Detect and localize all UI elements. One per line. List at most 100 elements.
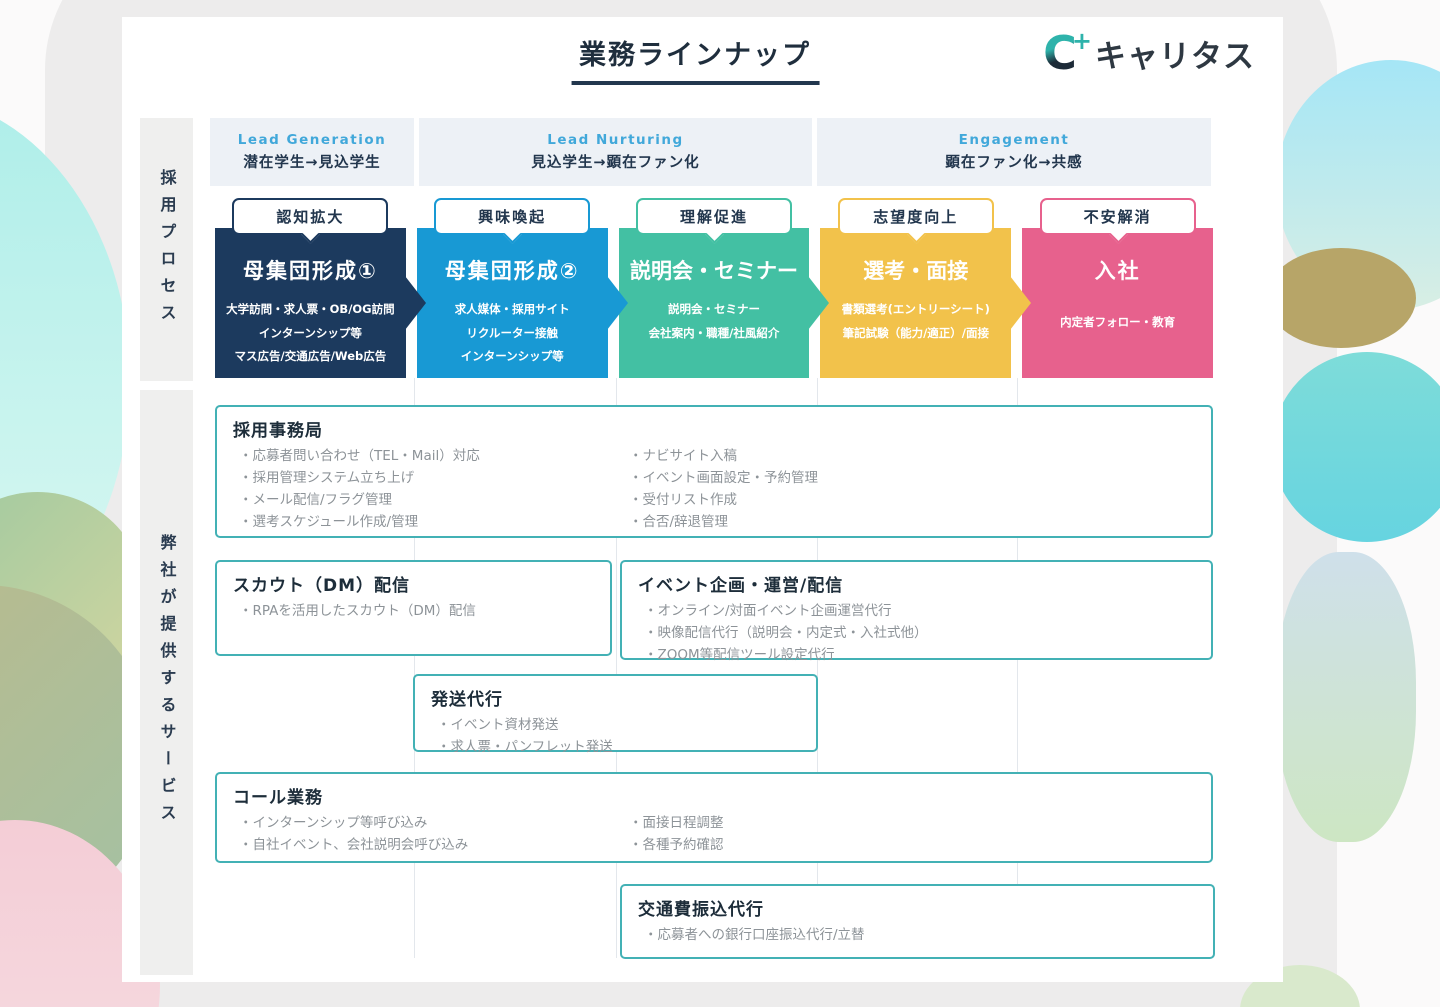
step-details: 書類選考(エントリーシート) 筆記試験（能力/適正）/面接 bbox=[842, 298, 990, 345]
sidebar-label-our-services: 弊社が提供するサービス bbox=[140, 390, 193, 975]
step-box: 母集団形成① 大学訪問・求人票・OB/OG訪問 インターンシップ等 マス広告/交… bbox=[215, 228, 406, 378]
logo-wordmark: キャリタス bbox=[1095, 38, 1255, 75]
service-item: ・自社イベント、会社説明会呼び込み bbox=[239, 836, 469, 853]
page-title: 業務ラインナップ bbox=[571, 33, 820, 85]
column-divider bbox=[817, 378, 818, 958]
service-box-recruiting-office: 採用事務局 ・応募者問い合わせ（TEL・Mail）対応 ・採用管理システム立ち上… bbox=[215, 405, 1213, 538]
service-items-left: ・インターンシップ等呼び込み ・自社イベント、会社説明会呼び込み bbox=[233, 813, 623, 857]
step-tab-label: 不安解消 bbox=[1039, 198, 1196, 235]
logo-plus-icon: + bbox=[1071, 27, 1092, 55]
phase-lead-nurturing: Lead Nurturing 見込学生→顕在ファン化 bbox=[419, 118, 812, 186]
step-detail-line: 筆記試験（能力/適正）/面接 bbox=[842, 325, 989, 340]
step-tab-label: 理解促進 bbox=[635, 198, 792, 235]
service-item: ・オンライン/対面イベント企画運営代行 bbox=[644, 603, 892, 619]
phase-lead-generation: Lead Generation 潜在学生→見込学生 bbox=[210, 118, 414, 186]
step-detail-line: 書類選考(エントリーシート) bbox=[841, 302, 990, 316]
service-items-right: ・ナビサイト入稿 ・イベント画面設定・予約管理 ・受付リスト作成 ・合否/辞退管… bbox=[623, 446, 818, 533]
step-detail-line: リクルーター接触 bbox=[466, 325, 559, 340]
step-details: 内定者フォロー・教育 bbox=[1060, 311, 1175, 335]
step-title: 入社 bbox=[1094, 259, 1141, 283]
step-detail-line: 説明会・セミナー bbox=[667, 302, 760, 316]
phase-en-label: Engagement bbox=[958, 132, 1070, 148]
service-box-scout-dm: スカウト（DM）配信 ・RPAを活用したスカウト（DM）配信 bbox=[215, 560, 612, 656]
step-title: 母集団形成② bbox=[444, 259, 580, 283]
step-box: 選考・面接 書類選考(エントリーシート) 筆記試験（能力/適正）/面接 bbox=[820, 228, 1012, 378]
step-box: 入社 内定者フォロー・教育 bbox=[1022, 228, 1213, 378]
step-detail-line: 内定者フォロー・教育 bbox=[1060, 315, 1176, 329]
step-boshudan-keisei-2: 母集団形成② 求人媒体・採用サイト リクルーター接触 インターンシップ等 興味喚… bbox=[416, 198, 608, 378]
service-item: ・映像配信代行（説明会・内定式・入社式他） bbox=[644, 624, 928, 641]
step-title: 説明会・セミナー bbox=[629, 259, 798, 283]
service-items-right: ・面接日程調整 ・各種予約確認 bbox=[623, 813, 724, 857]
service-items: ・イベント資材発送 ・求人票・パンフレット発送 bbox=[431, 715, 613, 759]
background-decoration bbox=[1266, 248, 1416, 348]
service-item: ・ナビサイト入稿 bbox=[629, 448, 737, 464]
service-item: ・RPAを活用したスカウト（DM）配信 bbox=[239, 603, 476, 619]
service-item: ・受付リスト作成 bbox=[629, 491, 737, 508]
service-item: ・求人票・パンフレット発送 bbox=[437, 738, 613, 755]
service-item: ・採用管理システム立ち上げ bbox=[239, 469, 415, 486]
phase-jp-label: 顕在ファン化→共感 bbox=[945, 155, 1083, 171]
service-item: ・応募者問い合わせ（TEL・Mail）対応 bbox=[239, 448, 480, 464]
service-item: ・合否/辞退管理 bbox=[629, 513, 729, 530]
caritas-logo: C + キャリタス bbox=[1043, 26, 1255, 80]
step-tab-label: 志望度向上 bbox=[837, 198, 994, 235]
service-item: ・選考スケジュール作成/管理 bbox=[239, 513, 419, 530]
step-title: 母集団形成① bbox=[243, 259, 378, 283]
phase-en-label: Lead Generation bbox=[237, 132, 387, 148]
step-box: 説明会・セミナー 説明会・セミナー 会社案内・職種/社風紹介 bbox=[618, 228, 810, 378]
column-divider bbox=[1017, 378, 1018, 958]
service-item: ・ZOOM等配信ツール設定代行 bbox=[644, 646, 835, 663]
step-detail-line: マス広告/交通広告/Web広告 bbox=[234, 349, 387, 364]
service-item: ・応募者への銀行口座振込代行/立替 bbox=[644, 927, 865, 943]
column-divider bbox=[616, 378, 617, 958]
service-item: ・面接日程調整 bbox=[629, 815, 724, 831]
service-title: 採用事務局 bbox=[233, 421, 323, 441]
phase-jp-label: 潜在学生→見込学生 bbox=[243, 155, 381, 171]
content-card: 業務ラインナップ C + キャリタス 採用プロセス 弊社が提供するサービス Le… bbox=[122, 17, 1283, 982]
logo-c-icon: C bbox=[1043, 26, 1077, 80]
step-details: 説明会・セミナー 会社案内・職種/社風紹介 bbox=[649, 298, 780, 345]
background-decoration bbox=[1276, 552, 1416, 842]
step-tab-label: 認知拡大 bbox=[232, 198, 389, 235]
service-item: ・イベント画面設定・予約管理 bbox=[629, 469, 818, 486]
service-item: ・メール配信/フラグ管理 bbox=[239, 491, 393, 508]
step-details: 求人媒体・採用サイト リクルーター接触 インターンシップ等 bbox=[455, 298, 570, 369]
service-items-left: ・応募者問い合わせ（TEL・Mail）対応 ・採用管理システム立ち上げ ・メール… bbox=[233, 446, 623, 533]
step-detail-line: 大学訪問・求人票・OB/OG訪問 bbox=[226, 302, 395, 316]
step-setsumeikai-seminar: 説明会・セミナー 説明会・セミナー 会社案内・職種/社風紹介 理解促進 bbox=[618, 198, 810, 378]
column-divider bbox=[414, 378, 415, 958]
background-decoration bbox=[1272, 352, 1440, 542]
step-detail-line: 求人媒体・採用サイト bbox=[454, 302, 570, 316]
service-items: ・オンライン/対面イベント企画運営代行 ・映像配信代行（説明会・内定式・入社式他… bbox=[638, 601, 928, 667]
step-detail-line: インターンシップ等 bbox=[460, 349, 564, 364]
service-title: 交通費振込代行 bbox=[638, 900, 764, 920]
sidebar-label-recruiting-process: 採用プロセス bbox=[140, 118, 193, 381]
service-items: ・RPAを活用したスカウト（DM）配信 bbox=[233, 601, 476, 623]
service-box-transport-reimbursement: 交通費振込代行 ・応募者への銀行口座振込代行/立替 bbox=[620, 884, 1215, 959]
step-box: 母集団形成② 求人媒体・採用サイト リクルーター接触 インターンシップ等 bbox=[416, 228, 608, 378]
service-title: コール業務 bbox=[233, 788, 323, 808]
service-item: ・インターンシップ等呼び込み bbox=[239, 815, 428, 831]
step-title: 選考・面接 bbox=[863, 259, 969, 283]
phase-en-label: Lead Nurturing bbox=[547, 132, 684, 148]
step-nyusha: 入社 内定者フォロー・教育 不安解消 bbox=[1022, 198, 1213, 378]
phase-jp-label: 見込学生→顕在ファン化 bbox=[531, 155, 700, 171]
step-detail-line: インターンシップ等 bbox=[258, 325, 362, 340]
service-box-shipping: 発送代行 ・イベント資材発送 ・求人票・パンフレット発送 bbox=[413, 674, 818, 755]
service-item: ・各種予約確認 bbox=[629, 836, 724, 853]
phase-header-band: Lead Generation 潜在学生→見込学生 Lead Nurturing… bbox=[210, 118, 1211, 186]
step-tab-label: 興味喚起 bbox=[434, 198, 591, 235]
step-detail-line: 会社案内・職種/社風紹介 bbox=[648, 325, 780, 340]
service-items: ・応募者への銀行口座振込代行/立替 bbox=[638, 925, 865, 947]
service-title: 発送代行 bbox=[431, 690, 503, 710]
phase-engagement: Engagement 顕在ファン化→共感 bbox=[817, 118, 1211, 186]
service-title: スカウト（DM）配信 bbox=[233, 576, 411, 596]
step-boshudan-keisei-1: 母集団形成① 大学訪問・求人票・OB/OG訪問 インターンシップ等 マス広告/交… bbox=[215, 198, 406, 378]
service-title: イベント企画・運営/配信 bbox=[638, 576, 844, 596]
service-box-call-operations: コール業務 ・インターンシップ等呼び込み ・自社イベント、会社説明会呼び込み ・… bbox=[215, 772, 1213, 863]
step-senkou-mensetsu: 選考・面接 書類選考(エントリーシート) 筆記試験（能力/適正）/面接 志望度向… bbox=[820, 198, 1012, 378]
process-steps-row: 母集団形成① 大学訪問・求人票・OB/OG訪問 インターンシップ等 マス広告/交… bbox=[215, 198, 1213, 378]
step-details: 大学訪問・求人票・OB/OG訪問 インターンシップ等 マス広告/交通広告/Web… bbox=[226, 298, 394, 369]
service-item: ・イベント資材発送 bbox=[437, 717, 559, 733]
